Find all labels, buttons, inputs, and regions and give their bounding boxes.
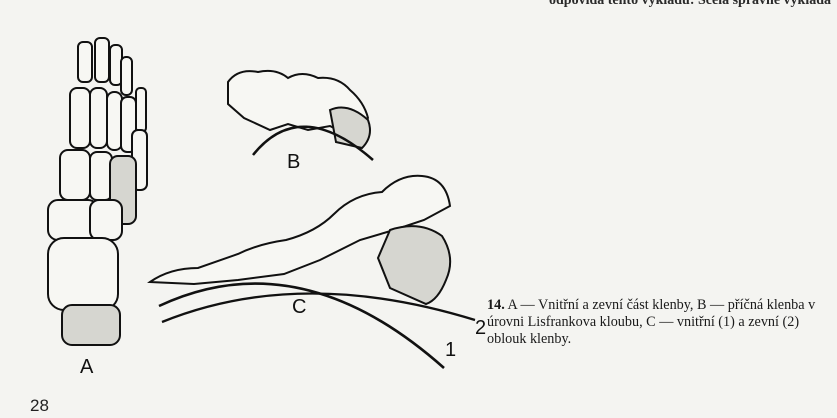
illustration-a-foot-skeleton (48, 38, 147, 345)
illustration-c-longitudinal-arch (150, 176, 475, 368)
figure-label-c: C (292, 296, 306, 318)
figure-label-b: B (287, 151, 300, 173)
figure-label-2: 2 (475, 317, 486, 339)
caption-text: A — Vnitřní a zevní část klenby, B — pří… (487, 297, 815, 347)
figure-label-a: A (80, 356, 94, 378)
caption-number: 14. (487, 297, 505, 313)
figure-label-1: 1 (445, 339, 456, 361)
figure-caption: 14. A — Vnitřní a zevní část klenby, B —… (487, 297, 832, 348)
page-number: 28 (30, 396, 49, 416)
illustration-b-transverse-arch (228, 71, 373, 160)
